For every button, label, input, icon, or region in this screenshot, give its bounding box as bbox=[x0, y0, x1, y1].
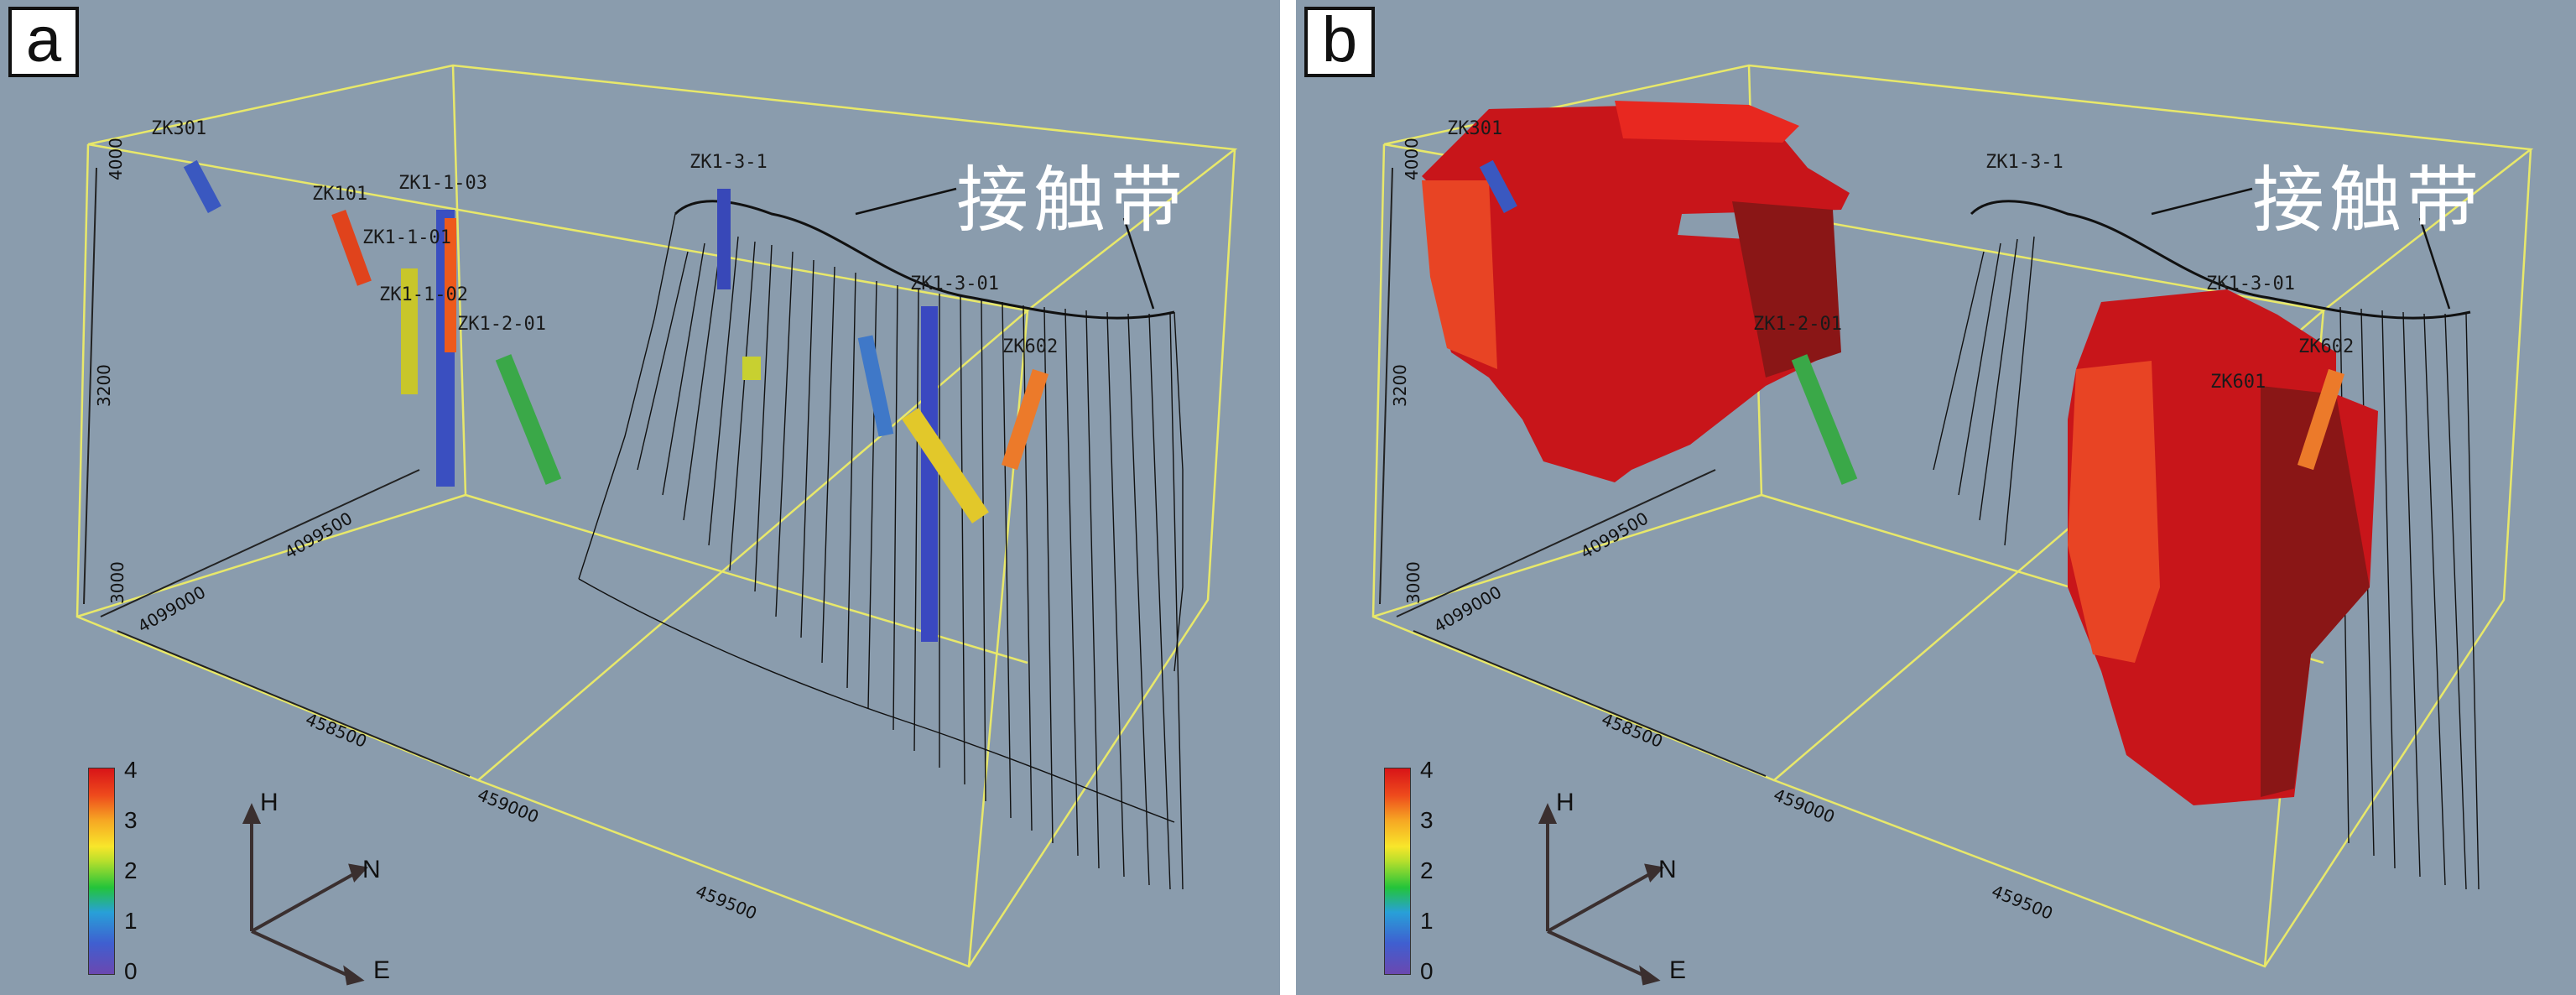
orebody-right bbox=[2068, 289, 2378, 805]
borehole-label: ZK602 bbox=[2298, 336, 2354, 357]
n-axis-letter: N bbox=[362, 856, 381, 883]
borehole-label: ZK1-3-01 bbox=[910, 273, 999, 294]
scene-a: ZK301 ZK101 ZK1-1-03 ZK1-1-01 ZK1-1-02 Z… bbox=[75, 64, 1238, 986]
panel-b: ZK301 ZK1-2-01 ZK1-3-1 ZK1-3-01 ZK602 ZK… bbox=[1296, 0, 2576, 995]
borehole-label: ZK1-2-01 bbox=[457, 314, 546, 335]
borehole-label: ZK1-1-02 bbox=[379, 284, 468, 305]
borehole-label: ZK1-1-01 bbox=[362, 227, 451, 248]
scene-b: ZK301 ZK1-2-01 ZK1-3-1 ZK1-3-01 ZK602 ZK… bbox=[1371, 64, 2534, 986]
colorbar-tick: 0 bbox=[124, 958, 138, 984]
borehole-label: ZK1-1-03 bbox=[398, 173, 487, 194]
colorbar bbox=[88, 768, 115, 975]
borehole-columns bbox=[183, 159, 1049, 642]
borehole-labels: ZK301 ZK101 ZK1-1-03 ZK1-1-01 ZK1-1-02 Z… bbox=[151, 118, 1058, 357]
borehole-label: ZK602 bbox=[1002, 336, 1058, 357]
z-tick: 3200 bbox=[1390, 364, 1410, 407]
colorbar-tick: 1 bbox=[1420, 908, 1434, 934]
e-axis-letter: E bbox=[1669, 956, 1687, 984]
orientation-arrows bbox=[242, 803, 368, 986]
orientation-arrows bbox=[1538, 803, 1664, 986]
z-tick: 4000 bbox=[106, 138, 126, 180]
borehole-label: ZK101 bbox=[312, 184, 367, 205]
axis-ticks bbox=[83, 167, 471, 777]
z-tick: 4000 bbox=[1402, 138, 1422, 180]
borehole-label: ZK1-3-1 bbox=[690, 152, 768, 173]
panel-a: ZK301 ZK101 ZK1-1-03 ZK1-1-01 ZK1-1-02 Z… bbox=[0, 0, 1280, 995]
colorbar-tick: 0 bbox=[1420, 958, 1434, 984]
borehole-columns bbox=[1479, 159, 2345, 485]
e-axis-letter: E bbox=[373, 956, 391, 984]
colorbar-tick: 3 bbox=[124, 807, 138, 833]
borehole-label: ZK1-3-1 bbox=[1985, 152, 2063, 173]
label-leaders bbox=[855, 187, 1155, 310]
n-axis-letter: N bbox=[1658, 856, 1677, 883]
colorbar-tick: 3 bbox=[1420, 807, 1434, 833]
borehole-label: ZK301 bbox=[1447, 118, 1502, 139]
colorbar-tick: 4 bbox=[1420, 757, 1434, 783]
colorbar-tick: 2 bbox=[1420, 857, 1434, 883]
borehole-label: ZK1-2-01 bbox=[1753, 314, 1842, 335]
z-tick: 3000 bbox=[107, 561, 127, 604]
z-tick: 3200 bbox=[94, 364, 114, 407]
colorbar-tick: 1 bbox=[124, 908, 138, 934]
orebody-left bbox=[1422, 101, 1850, 482]
colorbar-tick: 4 bbox=[124, 757, 138, 783]
h-axis-letter: H bbox=[260, 789, 278, 816]
borehole-label: ZK1-3-01 bbox=[2206, 273, 2295, 294]
contact-zone-surface bbox=[578, 200, 1184, 890]
colorbar-tick: 2 bbox=[124, 857, 138, 883]
colorbar bbox=[1384, 768, 1411, 975]
contact-zone-label: 接触带 bbox=[2252, 159, 2484, 242]
h-axis-letter: H bbox=[1556, 789, 1574, 816]
z-tick: 3000 bbox=[1403, 561, 1423, 604]
panel-label: a bbox=[8, 7, 79, 77]
borehole-label: ZK301 bbox=[151, 118, 206, 139]
panel-label: b bbox=[1304, 7, 1375, 77]
contact-zone-label: 接触带 bbox=[956, 159, 1188, 242]
axis-ticks bbox=[1379, 167, 1767, 777]
label-leaders bbox=[2151, 187, 2451, 310]
borehole-label: ZK601 bbox=[2210, 372, 2266, 393]
borehole-labels: ZK301 ZK1-2-01 ZK1-3-1 ZK1-3-01 ZK602 ZK… bbox=[1447, 118, 2354, 393]
